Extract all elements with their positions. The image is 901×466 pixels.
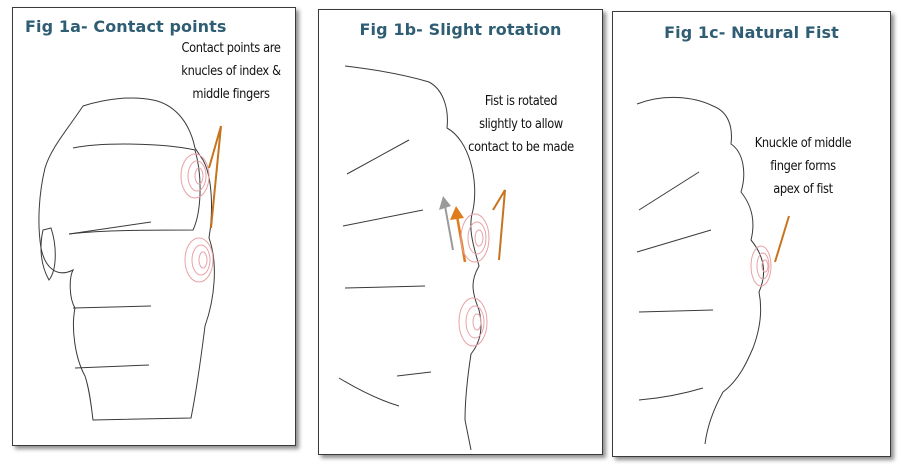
figure-panel-1a: Fig 1a- Contact points Contact points ar…: [12, 7, 296, 446]
figure-note-1a: Contact points are knucles of index & mi…: [181, 41, 281, 102]
knuckle-curve: [338, 377, 400, 407]
finger-line-1: [638, 171, 700, 211]
fist-outline: [636, 96, 765, 445]
finger-line-2: [636, 229, 712, 253]
figure-title-1c: Fig 1c- Natural Fist: [664, 23, 839, 42]
contact-spiral-middle: [750, 245, 772, 287]
figure-panel-1c: Fig 1c- Natural Fist Knuckle of middle f…: [612, 11, 891, 457]
pointer-line: [774, 215, 790, 263]
contact-spiral-lower: [458, 297, 488, 347]
thumb-nail: [40, 227, 56, 281]
finger-line-3: [344, 285, 426, 289]
fist-natural-drawing: [636, 96, 790, 445]
figure-note-1b: Fist is rotated slightly to allow contac…: [468, 94, 574, 155]
figure-note-1c: Knuckle of middle finger forms apex of f…: [754, 136, 852, 197]
pointer-lines: [208, 125, 222, 229]
finger-line-1: [346, 139, 410, 175]
ghost-rotation-arrow: [439, 196, 454, 251]
finger-line-4: [396, 371, 432, 377]
thumb-outline: [68, 143, 201, 235]
fist-outline: [344, 65, 482, 451]
finger-line-3: [638, 309, 714, 313]
contact-spiral-index: [180, 153, 210, 199]
finger-line-1: [72, 305, 152, 309]
figure-panel-1b: Fig 1b- Slight rotation Fist is: [318, 9, 603, 455]
fist-rotated-drawing: [338, 65, 506, 451]
fist-outline: [38, 97, 215, 421]
contact-spiral-upper: [460, 213, 490, 263]
contact-spiral-middle: [184, 237, 214, 283]
pointer-lines: [492, 189, 506, 261]
rotation-arrow: [450, 206, 467, 263]
finger-line-3: [68, 221, 152, 235]
figure-title-1b: Fig 1b- Slight rotation: [359, 20, 562, 39]
finger-line-2: [342, 209, 424, 227]
knuckle-curve: [638, 387, 704, 401]
fist-front-drawing: [38, 97, 222, 421]
finger-line-2: [74, 364, 150, 369]
figure-title-1a: Fig 1a- Contact points: [25, 17, 227, 36]
